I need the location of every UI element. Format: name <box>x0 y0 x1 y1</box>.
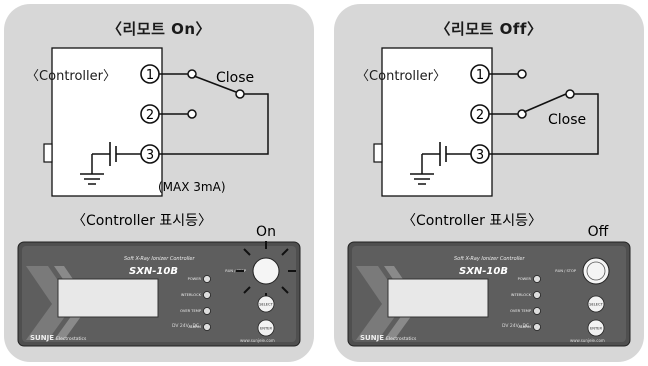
brand-sub: Electrostatics <box>56 336 87 342</box>
display-caption: 〈Controller 표시등〉 <box>402 213 542 229</box>
brand-name: SUNJE <box>360 334 384 342</box>
select-button-label: SELECT <box>259 303 273 307</box>
indicator-alarm <box>203 323 211 331</box>
switch-blade <box>193 75 237 93</box>
enter-button[interactable] <box>257 319 275 337</box>
switch-label: Close <box>548 112 586 128</box>
terminal-1 <box>517 69 527 79</box>
enter-button-label: ENTER <box>590 327 602 331</box>
indicator-alarm-label: ALARM <box>518 325 531 329</box>
run-stop-label: RUN / STOP <box>555 269 577 273</box>
terminal-2 <box>187 109 197 119</box>
brand-sub: Electrostatics <box>386 336 417 342</box>
run-stop-inner-ring <box>586 261 606 281</box>
indicator-power-label: POWER <box>518 277 532 281</box>
select-button-label: SELECT <box>589 303 603 307</box>
indicator-overtemp <box>203 307 211 315</box>
select-button[interactable] <box>587 295 605 313</box>
controller-tab <box>373 143 383 163</box>
current-note: (MAX 3mA) <box>158 180 226 194</box>
lcd-display <box>57 278 159 318</box>
enter-button[interactable] <box>587 319 605 337</box>
controller-front-panel: Soft X-Ray Ionizer Controller SXN-10B DV… <box>347 241 631 347</box>
display-caption: 〈Controller 표시등〉 <box>72 213 212 229</box>
switch-pivot <box>565 89 575 99</box>
product-line: Soft X-Ray Ionizer Controller <box>124 256 195 262</box>
indicator-interlock <box>533 291 541 299</box>
indicator-interlock <box>203 291 211 299</box>
pin-2-label: 2 <box>146 108 154 123</box>
indicator-interlock-label: INTERLOCK <box>511 293 532 297</box>
indicator-alarm-label: ALARM <box>188 325 201 329</box>
indicator-overtemp <box>533 307 541 315</box>
remote-on-diagram: 〈Controller〉 1 2 3 Close (MAX 3mA) 〈Cont… <box>17 47 301 347</box>
indicator-overtemp-label: OVER TEMP <box>180 309 202 313</box>
run-stop-button[interactable] <box>252 257 280 285</box>
remote-off-panel: 〈리모트 Off〉 〈Controller〉 1 2 3 Close 〈Cont… <box>334 4 644 362</box>
model-name: SXN-10B <box>459 266 508 277</box>
select-button[interactable] <box>257 295 275 313</box>
controller-label: 〈Controller〉 <box>26 69 116 84</box>
state-label: Off <box>588 224 609 240</box>
enter-button-label: ENTER <box>260 327 272 331</box>
pin-1-label: 1 <box>146 68 154 83</box>
controller-tab <box>43 143 53 163</box>
indicator-alarm <box>533 323 541 331</box>
switch-pivot <box>235 89 245 99</box>
website: www.sunjele.com <box>240 338 275 343</box>
indicator-power <box>203 275 211 283</box>
voltage-label: DV 24V=DC <box>502 323 529 329</box>
product-line: Soft X-Ray Ionizer Controller <box>454 256 525 262</box>
indicator-power <box>533 275 541 283</box>
indicator-interlock-label: INTERLOCK <box>181 293 202 297</box>
voltage-label: DV 24V=DC <box>172 323 199 329</box>
indicator-overtemp-label: OVER TEMP <box>510 309 532 313</box>
remote-on-panel: 〈리모트 On〉 〈Controller〉 1 2 3 Close (M <box>4 4 314 362</box>
panel-title: 〈리모트 On〉 <box>106 20 212 38</box>
website: www.sunjele.com <box>570 338 605 343</box>
state-label: On <box>256 224 276 240</box>
pin-3-label: 3 <box>476 148 484 163</box>
controller-label: 〈Controller〉 <box>356 69 446 84</box>
lcd-display <box>387 278 489 318</box>
controller-front-panel: Soft X-Ray Ionizer Controller SXN-10B DV… <box>17 241 301 347</box>
switch-blade <box>523 93 567 113</box>
remote-off-diagram: 〈Controller〉 1 2 3 Close 〈Controller 표시등… <box>347 47 631 347</box>
pin-3-label: 3 <box>146 148 154 163</box>
switch-label: Close <box>216 70 254 86</box>
panel-title: 〈리모트 Off〉 <box>435 20 543 38</box>
brand-name: SUNJE <box>30 334 54 342</box>
indicator-power-label: POWER <box>188 277 202 281</box>
pin-2-label: 2 <box>476 108 484 123</box>
model-name: SXN-10B <box>129 266 178 277</box>
pin-1-label: 1 <box>476 68 484 83</box>
